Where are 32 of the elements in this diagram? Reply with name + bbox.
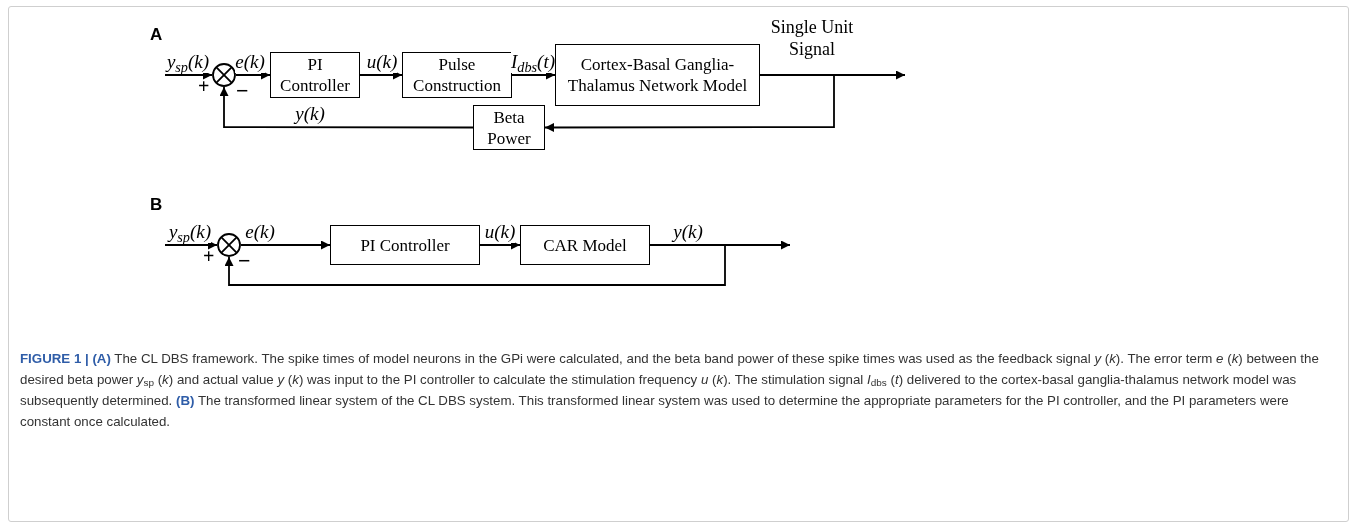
figure-caption: FIGURE 1 | (A) The CL DBS framework. The spike times of model neurons in the GPi were calculated, and the beta band power of these spike times was used as the feedback signal y (k). The error term e (k) between the desired beta power y$_{sp}$ (k) and actual value y (k) was input to the PI controller to calculate the stimulation frequency u (k). The stimulation signal I$_{dbs}$ (t) delivered to the cortex-basal ganglia-thalamus network model was subsequently determined. (B) The transformed linear system of the CL DBS system. This transformed linear system was used to determine the appropriate parameters for the PI controller, and the PI parameters were constant once calculated. xyxy=(20,350,1320,431)
summing-junction xyxy=(212,63,236,87)
edge-label: e(k) xyxy=(245,221,275,243)
edge-label: u(k) xyxy=(484,221,516,243)
arrow xyxy=(164,240,218,250)
sign-label: − xyxy=(238,250,251,272)
arrow xyxy=(224,244,726,286)
edge-label: e(k) xyxy=(235,51,265,73)
arrow xyxy=(219,86,474,129)
arrow xyxy=(235,70,271,80)
block-diagram-box: PI Controller xyxy=(330,225,480,265)
arrow xyxy=(240,240,331,250)
sign-label: − xyxy=(236,80,249,102)
block-diagram-box: CAR Model xyxy=(520,225,650,265)
panel-letter: B xyxy=(150,196,163,213)
edge-label: y$_{sp}$(k) xyxy=(166,51,210,73)
edge-label: y(k) xyxy=(295,103,325,125)
sign-label: + xyxy=(203,246,215,266)
summing-junction xyxy=(217,233,241,257)
edge-label: I$_{dbs}$(t) xyxy=(510,51,556,73)
arrow xyxy=(359,70,403,80)
edge-label: y$_{sp}$(k) xyxy=(168,221,212,243)
block-diagram-box: Beta Power xyxy=(473,105,545,150)
block-diagram-box: PI Controller xyxy=(270,52,360,98)
block-diagram-box: Cortex-Basal Ganglia-Thalamus Network Model xyxy=(555,44,760,106)
edge-label: u(k) xyxy=(366,51,398,73)
edge-label: y(k) xyxy=(673,221,703,243)
arrow xyxy=(544,74,835,132)
arrow xyxy=(479,240,521,250)
block-diagram-box: Pulse Construction xyxy=(402,52,512,98)
panel-letter: A xyxy=(150,26,163,43)
sign-label: + xyxy=(198,76,210,96)
